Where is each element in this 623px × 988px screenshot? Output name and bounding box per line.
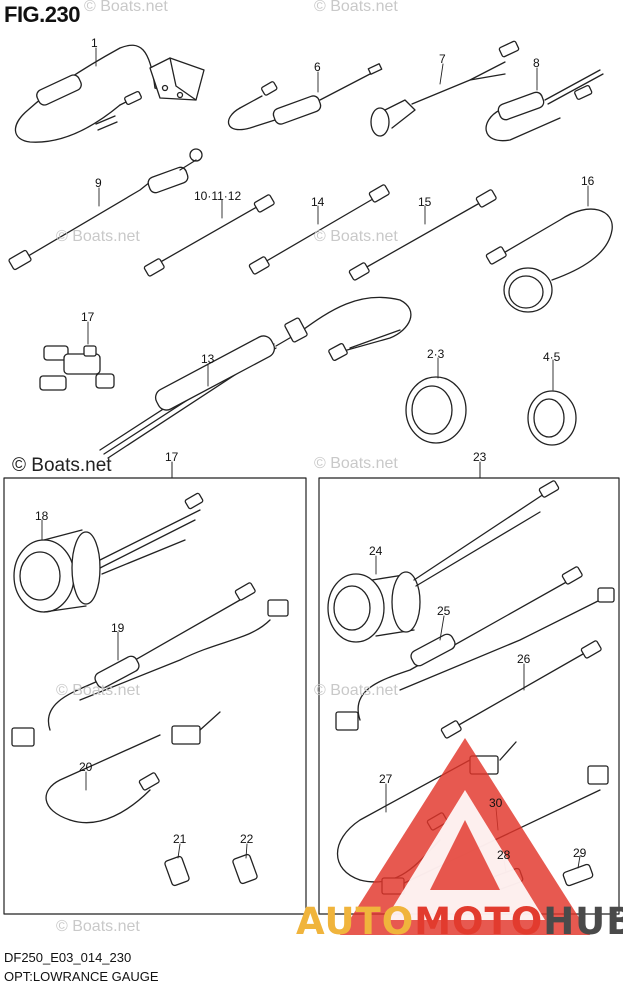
watermark-text: © Boats.net — [314, 682, 398, 699]
callout-8: 8 — [533, 56, 540, 70]
callout-25: 25 — [437, 604, 451, 618]
watermark-text: © Boats.net — [314, 455, 398, 472]
callout-1: 1 — [91, 36, 98, 50]
callout-20: 20 — [79, 760, 93, 774]
part-20-cable — [45, 711, 221, 824]
part-29-terminator — [562, 863, 594, 887]
part-1-cable — [14, 44, 205, 143]
callout-14: 14 — [311, 195, 325, 209]
watermark-text: © Boats.net — [56, 682, 140, 699]
figure-title: FIG.230 — [4, 2, 80, 27]
callout-26: 26 — [517, 652, 531, 666]
leader-lines — [41, 47, 589, 873]
part-24-gauge — [327, 480, 560, 643]
logo-part-hub: HUB — [543, 900, 623, 943]
part-14-cable — [248, 184, 390, 275]
callout-13: 13 — [201, 352, 215, 366]
diagram-code: DF250_E03_014_230 — [4, 950, 132, 965]
callout-15: 15 — [418, 195, 432, 209]
callout-27: 27 — [379, 772, 393, 786]
callout-17-group: 17 — [165, 450, 179, 464]
part-25-harness — [335, 566, 615, 731]
watermark-text: © Boats.net — [314, 0, 398, 15]
callout-23-group: 23 — [473, 450, 487, 464]
part-26-cable — [440, 640, 602, 739]
callout-10-12: 10·11·12 — [194, 189, 242, 203]
callout-30: 30 — [489, 796, 503, 810]
group-box-left — [3, 477, 307, 915]
part-8-cable — [485, 69, 604, 142]
callout-22: 22 — [240, 832, 254, 846]
callout-18: 18 — [35, 509, 49, 523]
part-10-12-cable — [143, 194, 275, 277]
part-13-harness — [99, 296, 412, 459]
callout-17: 17 — [81, 310, 95, 324]
part-21-terminator — [164, 855, 190, 887]
part-2-3-bezel — [405, 376, 467, 444]
callout-7: 7 — [439, 52, 446, 66]
part-22-terminator — [232, 853, 258, 885]
watermark-text: © Boats.net — [56, 918, 140, 935]
part-9-sensor — [8, 148, 203, 271]
part-6-cable — [228, 63, 383, 131]
callout-28: 28 — [497, 848, 511, 862]
watermark-text: © Boats.net — [12, 455, 112, 476]
part-18-gauge — [13, 492, 204, 613]
callout-19: 19 — [111, 621, 125, 635]
callout-29: 29 — [573, 846, 587, 860]
logo-triangle — [340, 738, 590, 935]
part-16-sensor — [485, 208, 613, 313]
part-15-cable — [348, 189, 497, 281]
callout-6: 6 — [314, 60, 321, 74]
part-7-connector — [370, 40, 520, 137]
callout-2-3: 2·3 — [427, 347, 445, 361]
part-4-5-bezel — [527, 390, 577, 446]
callout-4-5: 4·5 — [543, 350, 561, 364]
callout-21: 21 — [173, 832, 187, 846]
callout-16: 16 — [581, 174, 595, 188]
logo-wordmark: AUTOMOTOHUB — [296, 900, 623, 943]
part-19-harness — [11, 582, 289, 747]
logo-part-moto: MOTO — [414, 900, 544, 943]
watermark-text: © Boats.net — [314, 228, 398, 245]
watermark-text: © Boats.net — [56, 228, 140, 245]
diagram-caption: OPT:LOWRANCE GAUGE — [4, 969, 159, 984]
part-17-t-connector — [39, 345, 115, 391]
logo-part-auto: AUTO — [296, 900, 415, 943]
watermark-text: © Boats.net — [84, 0, 168, 15]
callout-9: 9 — [95, 176, 102, 190]
callout-24: 24 — [369, 544, 383, 558]
